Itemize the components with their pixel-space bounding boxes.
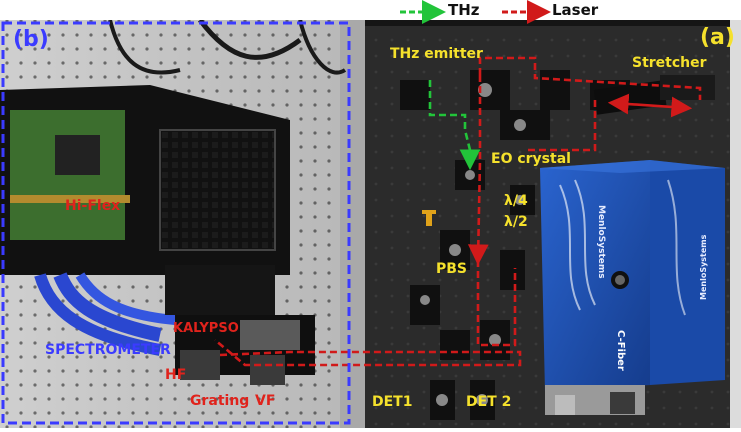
panel-label-b: (b) xyxy=(13,27,49,52)
brand-label-secondary: MenloSystems xyxy=(699,234,708,300)
label-lambda-half: λ/2 xyxy=(504,214,528,230)
label-spectrometer: SPECTROMETER xyxy=(45,342,171,358)
label-det1: DET1 xyxy=(372,394,413,410)
legend-thz-label: THz xyxy=(448,1,480,19)
label-pbs: PBS xyxy=(436,261,468,277)
label-kalypso: KALYPSO xyxy=(173,321,239,336)
label-stretcher: Stretcher xyxy=(632,55,707,71)
label-eo-crystal: EO crystal xyxy=(491,151,571,167)
legend-laser-label: Laser xyxy=(552,1,599,19)
label-vf: VF xyxy=(255,393,276,409)
label-lambda-quarter: λ/4 xyxy=(504,193,528,209)
label-grating: Grating xyxy=(190,393,250,409)
label-hf: HF xyxy=(165,367,187,383)
label-det2: DET 2 xyxy=(466,394,512,410)
panel-label-a: (a) xyxy=(700,25,735,50)
product-label-cfiber: C-Fiber xyxy=(615,330,626,371)
label-thz-emitter: THz emitter xyxy=(390,46,483,62)
label-hi-flex: Hi-Flex xyxy=(65,198,121,214)
brand-label-main: MenloSystems xyxy=(596,205,606,279)
